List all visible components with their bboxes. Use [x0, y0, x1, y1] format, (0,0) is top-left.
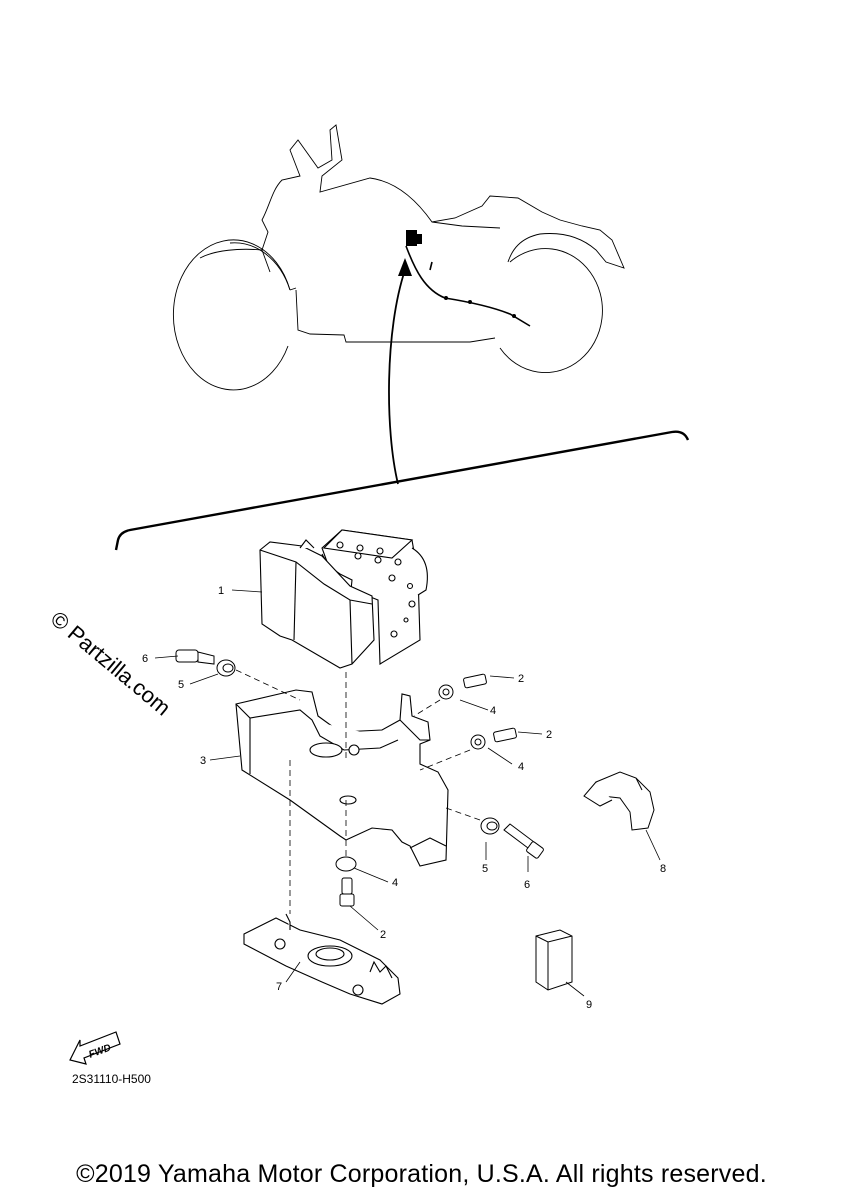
- abs-bracket: [235, 689, 449, 867]
- callout-7: 7: [276, 981, 282, 993]
- lower-bracket: [243, 913, 401, 1005]
- callout-8: 8: [660, 863, 666, 875]
- diagram-ref-code: 2S31110-H500: [72, 1072, 151, 1086]
- callout-3: 3: [200, 755, 206, 767]
- fwd-arrow-icon: FWD: [69, 1031, 121, 1065]
- callout-numbers: 1 2 2 2 3 4 4 4 5 5 6 6 7 8 9: [142, 585, 666, 1011]
- leader-lines: [154, 589, 661, 997]
- callout-6b: 6: [524, 879, 530, 891]
- callout-1: 1: [218, 585, 224, 597]
- fasteners: [175, 649, 655, 991]
- callout-5b: 5: [482, 863, 488, 875]
- callout-4a: 4: [490, 705, 496, 717]
- pointer-arrow: [388, 258, 412, 485]
- callout-2b: 2: [546, 729, 552, 741]
- abs-hydraulic-unit: [259, 529, 428, 669]
- abs-location-marker: [405, 230, 531, 327]
- callout-5a: 5: [178, 679, 184, 691]
- copyright-notice: ©2019 Yamaha Motor Corporation, U.S.A. A…: [76, 1160, 767, 1188]
- callout-2c: 2: [380, 929, 386, 941]
- detail-bracket: [114, 430, 690, 551]
- assembly-lines: [235, 669, 481, 914]
- callout-2a: 2: [518, 673, 524, 685]
- callout-4b: 4: [518, 761, 524, 773]
- callout-9: 9: [586, 999, 592, 1011]
- motorcycle-outline: [173, 124, 625, 391]
- callout-4c: 4: [392, 877, 398, 889]
- callout-6a: 6: [142, 653, 148, 665]
